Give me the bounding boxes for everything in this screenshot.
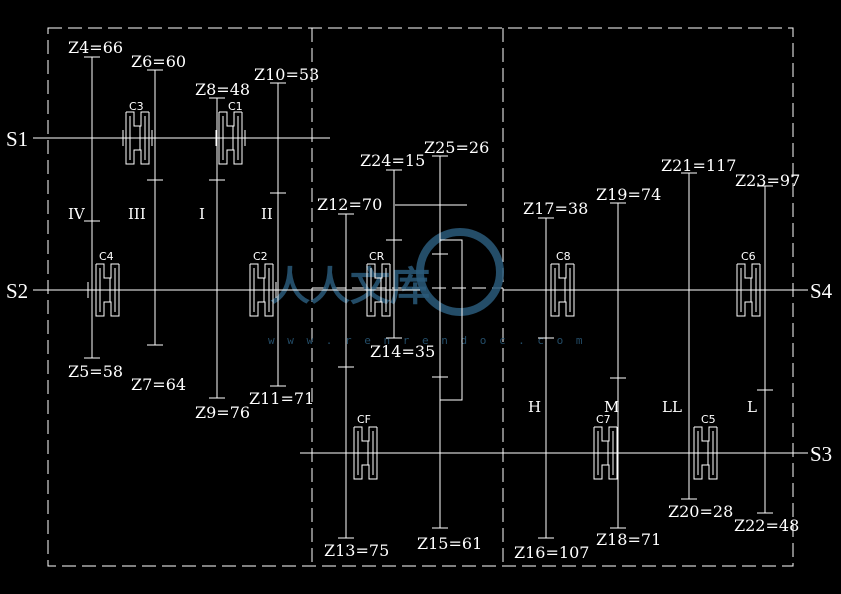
gear-label-z6: Z6=60 xyxy=(131,52,186,71)
clutch-label-c2: C2 xyxy=(253,250,268,263)
range-label-iv: IV xyxy=(68,205,86,223)
watermark: 人人文库 w w w . r e n r e n d o c . c o m xyxy=(268,228,586,347)
gear-label-z19: Z19=74 xyxy=(596,185,661,204)
clutch-c1 xyxy=(215,111,246,165)
clutch-label-c1: C1 xyxy=(228,100,243,113)
gear-label-z18: Z18=71 xyxy=(596,530,661,549)
clutch-label-c7: C7 xyxy=(596,413,611,426)
housing-boundaries xyxy=(47,27,794,567)
clutch-label-c6: C6 xyxy=(741,250,756,263)
clutch-cf xyxy=(353,426,378,480)
shaft-label-s4: S4 xyxy=(810,279,833,303)
gear-label-z14: Z14=35 xyxy=(370,342,435,361)
gear-label-z24: Z24=15 xyxy=(360,151,425,170)
gear-label-z20: Z20=28 xyxy=(668,502,733,521)
clutch-label-c3: C3 xyxy=(129,100,144,113)
gear-label-z16: Z16=107 xyxy=(514,543,589,562)
range-label-ii: II xyxy=(261,205,273,223)
gear-label-z13: Z13=75 xyxy=(324,541,389,560)
gear-lines xyxy=(84,56,773,539)
clutch-c2 xyxy=(249,263,277,317)
gear-label-z21: Z21=117 xyxy=(661,156,736,175)
shaft-label-s1: S1 xyxy=(6,127,28,151)
range-label-l: L xyxy=(747,398,757,416)
clutch-c8 xyxy=(550,263,575,317)
gear-label-z9: Z9=76 xyxy=(195,403,250,422)
range-label-m: M xyxy=(604,398,619,416)
gear-label-z4: Z4=66 xyxy=(68,38,123,57)
clutch-label-c5: C5 xyxy=(701,413,716,426)
gear-label-z7: Z7=64 xyxy=(131,375,186,394)
range-label-i: I xyxy=(199,205,205,223)
gear-label-z23: Z23=97 xyxy=(735,171,800,190)
watermark-url: w w w . r e n r e n d o c . c o m xyxy=(268,334,586,347)
range-label-ll: LL xyxy=(662,398,682,416)
watermark-text: 人人文库 xyxy=(270,264,430,310)
shaft-label-s2: S2 xyxy=(6,279,28,303)
clutch-cr xyxy=(366,263,391,317)
gear-label-z10: Z10=53 xyxy=(254,65,319,84)
clutch-c3 xyxy=(122,111,153,165)
gear-label-z22: Z22=48 xyxy=(734,516,799,535)
gear-label-z12: Z12=70 xyxy=(317,195,382,214)
clutch-label-c8: C8 xyxy=(556,250,571,263)
clutch-c7 xyxy=(593,426,618,480)
range-label-h: H xyxy=(528,398,541,416)
gear-label-z5: Z5=58 xyxy=(68,362,123,381)
clutch-c5 xyxy=(693,426,718,480)
clutch-label-cf: CF xyxy=(357,413,371,426)
range-label-iii: III xyxy=(128,205,146,223)
clutch-c6 xyxy=(736,263,761,317)
clutch-c4 xyxy=(87,263,120,317)
gear-label-z8: Z8=48 xyxy=(195,80,250,99)
gear-label-z11: Z11=71 xyxy=(249,389,314,408)
clutch-label-c4: C4 xyxy=(99,250,114,263)
gear-label-z15: Z15=61 xyxy=(417,534,482,553)
shaft-label-s3: S3 xyxy=(810,442,832,466)
clutch-label-cr: CR xyxy=(369,250,385,263)
gear-label-z25: Z25=26 xyxy=(424,138,489,157)
clutches xyxy=(87,111,761,480)
shaft-lines xyxy=(33,137,808,454)
gear-label-z17: Z17=38 xyxy=(523,199,588,218)
